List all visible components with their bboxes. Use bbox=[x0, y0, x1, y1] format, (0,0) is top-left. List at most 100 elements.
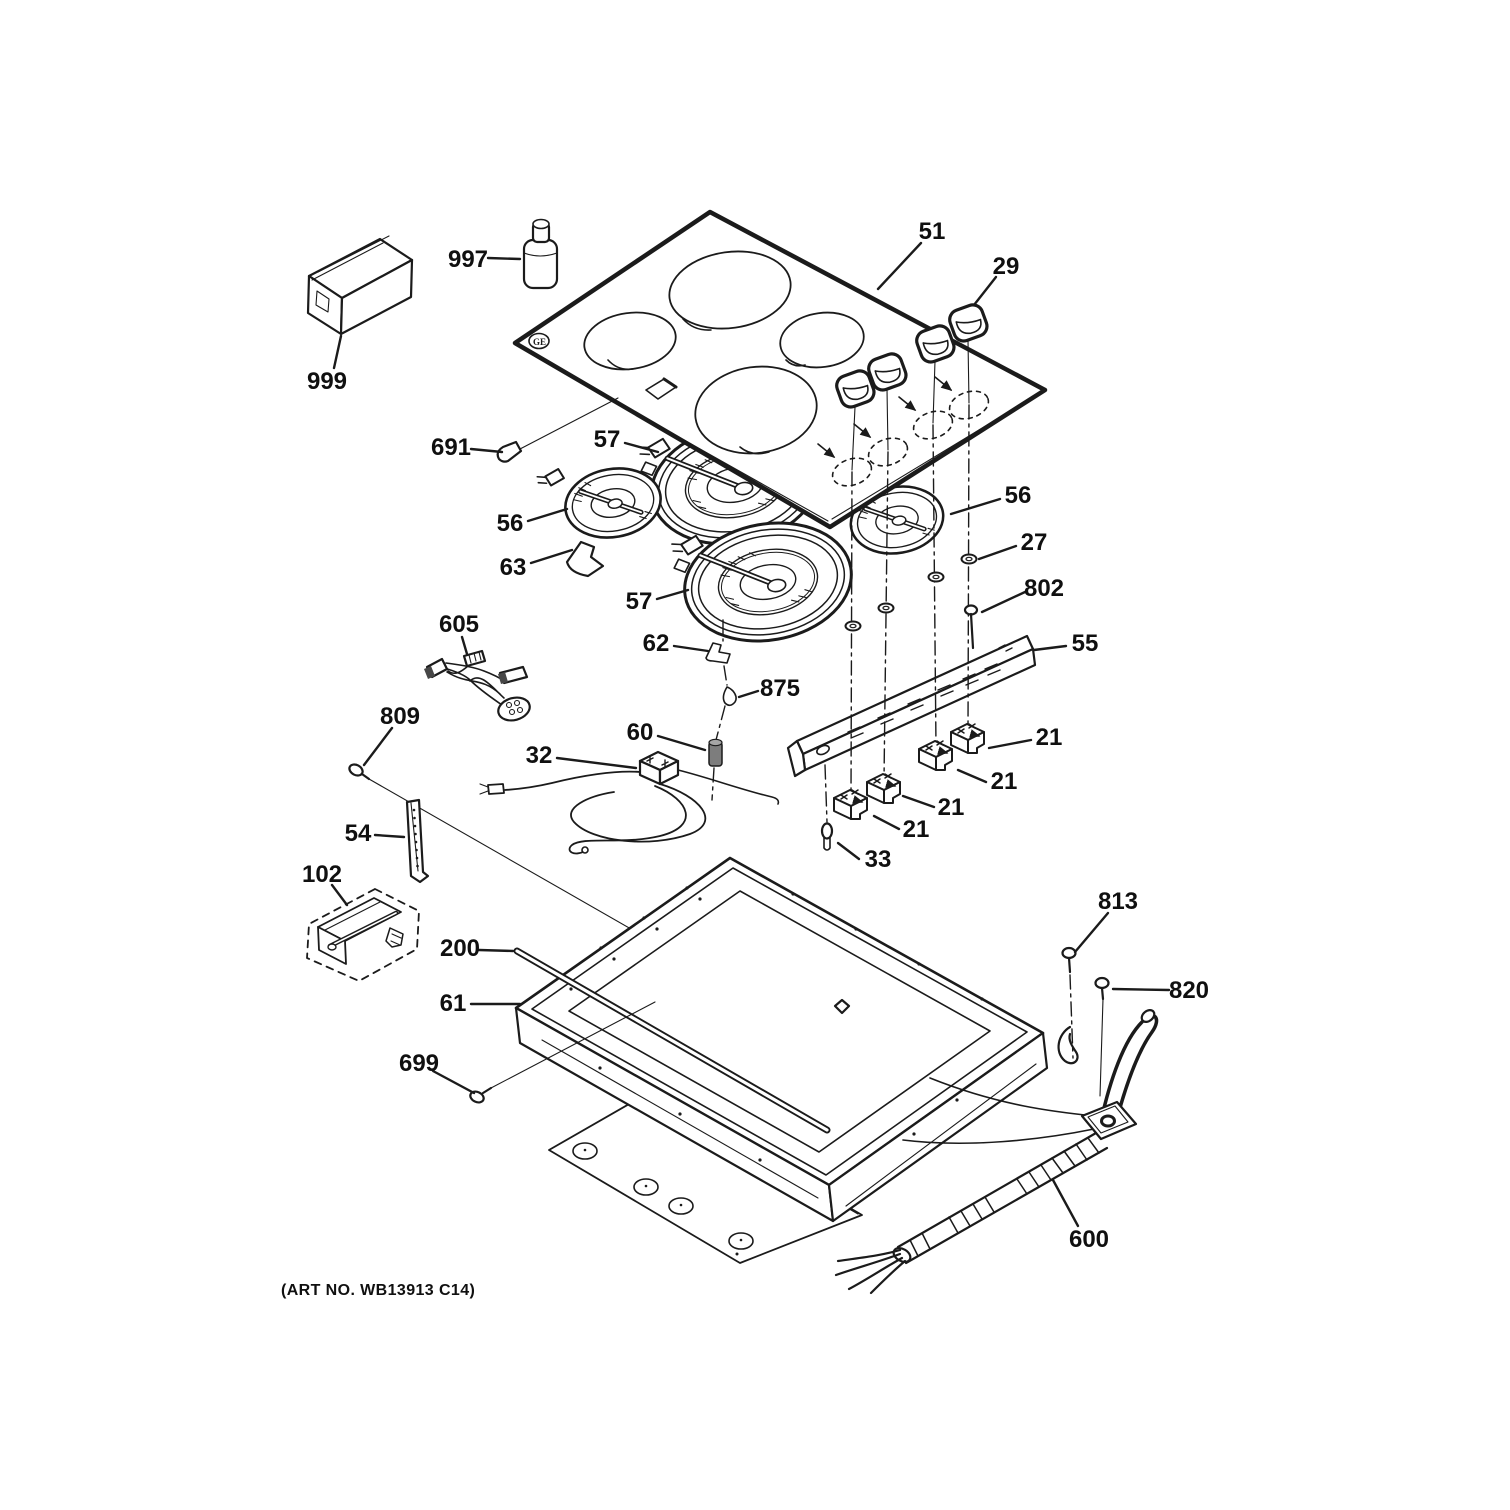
svg-text:32: 32 bbox=[526, 742, 553, 769]
callout-63: 63 bbox=[500, 548, 574, 581]
svg-text:27: 27 bbox=[1021, 529, 1048, 556]
callout-29: 29 bbox=[972, 253, 1020, 307]
callout-32: 32 bbox=[526, 742, 638, 770]
svg-text:600: 600 bbox=[1069, 1226, 1109, 1253]
callout-600: 600 bbox=[1051, 1178, 1109, 1253]
callout-61: 61 bbox=[440, 990, 522, 1017]
callout-809: 809 bbox=[362, 703, 420, 767]
svg-text:55: 55 bbox=[1072, 630, 1099, 657]
ge-logo: GE bbox=[528, 332, 550, 350]
indicator-lamp-33 bbox=[820, 822, 834, 851]
callout-27: 27 bbox=[977, 529, 1048, 561]
wire-harness-605 bbox=[424, 649, 531, 722]
svg-text:699: 699 bbox=[399, 1050, 439, 1077]
callout-813: 813 bbox=[1073, 888, 1138, 954]
callout-691: 691 bbox=[431, 434, 504, 461]
svg-text:56: 56 bbox=[1005, 482, 1032, 509]
svg-text:605: 605 bbox=[439, 611, 479, 638]
callout-820: 820 bbox=[1111, 977, 1209, 1004]
callout-699: 699 bbox=[399, 1050, 476, 1095]
svg-text:56: 56 bbox=[497, 510, 524, 537]
svg-text:21: 21 bbox=[903, 816, 930, 843]
tip-875 bbox=[722, 686, 737, 707]
cleaner-bottle-997 bbox=[522, 218, 559, 290]
callout-21-1: 21 bbox=[987, 724, 1063, 751]
main-pan-61 bbox=[514, 856, 1049, 1223]
bracket-63 bbox=[565, 540, 605, 578]
callout-200: 200 bbox=[440, 935, 515, 962]
callout-56-left: 56 bbox=[497, 507, 569, 537]
screw-802 bbox=[963, 604, 979, 650]
receptacle-kit-102 bbox=[306, 888, 420, 982]
screw-691 bbox=[496, 397, 619, 463]
indicator-window bbox=[645, 377, 678, 400]
trim-rail-54 bbox=[405, 798, 430, 884]
callout-21-3: 21 bbox=[901, 794, 965, 821]
svg-text:999: 999 bbox=[307, 368, 347, 395]
infinite-switch-21-3 bbox=[919, 741, 952, 770]
spacer-60 bbox=[708, 738, 723, 767]
callout-56-right: 56 bbox=[949, 482, 1032, 516]
art-number: (ART NO. WB13913 C14) bbox=[281, 1282, 475, 1299]
callout-60: 60 bbox=[627, 719, 707, 752]
power-cord-600 bbox=[834, 1008, 1159, 1295]
svg-text:54: 54 bbox=[345, 820, 372, 847]
gasket-200 bbox=[513, 947, 831, 1134]
callout-999: 999 bbox=[307, 334, 347, 395]
knob-4 bbox=[945, 300, 992, 346]
svg-text:57: 57 bbox=[626, 588, 653, 615]
callout-21-2: 21 bbox=[956, 768, 1018, 795]
clip-62 bbox=[705, 642, 731, 664]
callout-54: 54 bbox=[345, 820, 406, 847]
callout-605: 605 bbox=[439, 611, 479, 656]
callout-55: 55 bbox=[1032, 630, 1099, 657]
callout-997: 997 bbox=[448, 246, 522, 273]
washers-27 bbox=[844, 553, 978, 632]
callout-875: 875 bbox=[737, 675, 800, 702]
screw-813 bbox=[1061, 946, 1077, 974]
control-knobs-29 bbox=[832, 300, 992, 471]
callout-802: 802 bbox=[980, 575, 1064, 614]
callout-62: 62 bbox=[643, 630, 710, 657]
callout-21-4: 21 bbox=[872, 814, 930, 843]
svg-text:60: 60 bbox=[627, 719, 654, 746]
control-marking-rings bbox=[817, 376, 990, 487]
svg-text:21: 21 bbox=[1036, 724, 1063, 751]
infinite-switch-21-1 bbox=[834, 790, 867, 819]
callout-57-lower: 57 bbox=[626, 588, 690, 615]
svg-text:29: 29 bbox=[993, 253, 1020, 280]
infinite-switch-21-2 bbox=[867, 774, 900, 803]
limiter-thermostat-32 bbox=[479, 750, 780, 855]
callout-33: 33 bbox=[836, 841, 892, 873]
svg-text:200: 200 bbox=[440, 935, 480, 962]
svg-text:21: 21 bbox=[938, 794, 965, 821]
callouts: 999 997 691 51 29 57 56 63 57 56 27 802 … bbox=[302, 218, 1209, 1253]
svg-text:63: 63 bbox=[500, 554, 527, 581]
burner-outline-large-front bbox=[694, 365, 818, 455]
svg-text:57: 57 bbox=[594, 426, 621, 453]
svg-text:691: 691 bbox=[431, 434, 471, 461]
callout-51: 51 bbox=[876, 218, 946, 291]
burner-outline-large-rear bbox=[668, 250, 792, 330]
svg-text:21: 21 bbox=[991, 768, 1018, 795]
svg-text:33: 33 bbox=[865, 846, 892, 873]
callout-57-upper: 57 bbox=[594, 426, 660, 454]
svg-text:GE: GE bbox=[533, 337, 546, 347]
screw-820 bbox=[1094, 976, 1110, 1097]
svg-text:809: 809 bbox=[380, 703, 420, 730]
svg-text:51: 51 bbox=[919, 218, 946, 245]
burner-outline-left bbox=[583, 311, 677, 371]
alignment-lines bbox=[711, 404, 1074, 1059]
control-mounting-rail-55 bbox=[786, 634, 1037, 778]
svg-text:102: 102 bbox=[302, 861, 342, 888]
screw-699 bbox=[469, 1001, 656, 1104]
shipping-box-999 bbox=[306, 235, 414, 336]
svg-text:813: 813 bbox=[1098, 888, 1138, 915]
svg-text:820: 820 bbox=[1169, 977, 1209, 1004]
svg-text:62: 62 bbox=[643, 630, 670, 657]
svg-text:61: 61 bbox=[440, 990, 467, 1017]
svg-text:875: 875 bbox=[760, 675, 800, 702]
svg-text:802: 802 bbox=[1024, 575, 1064, 602]
